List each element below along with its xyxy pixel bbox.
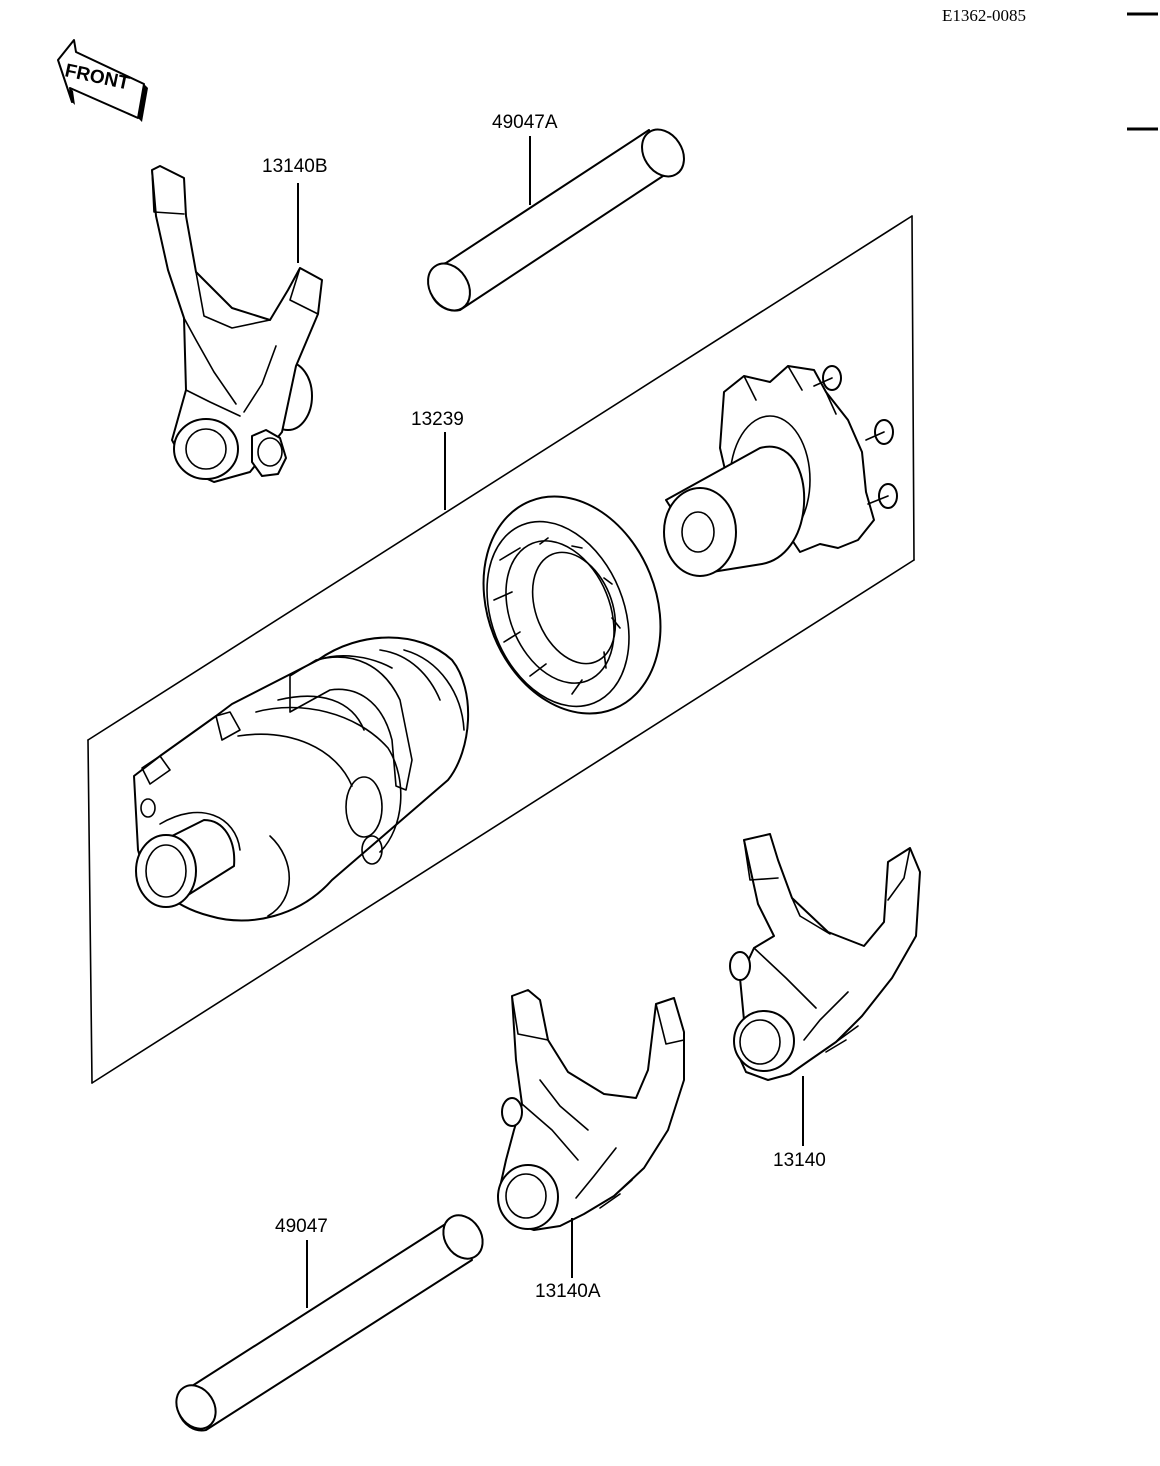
shift-drum-cam [663, 365, 898, 577]
shift-fork-13140b [151, 165, 323, 483]
label-49047: 49047 [275, 1216, 328, 1237]
label-13239: 13239 [411, 409, 464, 430]
label-13140a: 13140A [535, 1281, 601, 1302]
bearing [482, 495, 662, 715]
drum-assembly-outline [87, 215, 915, 1084]
label-49047a: 49047A [492, 112, 558, 133]
shift-drum-13239 [133, 636, 469, 922]
front-arrow-icon: FRONT [57, 39, 148, 122]
label-13140: 13140 [773, 1150, 826, 1171]
shift-fork-13140a [497, 989, 685, 1231]
shift-fork-13140 [729, 833, 921, 1081]
label-13140b: 13140B [262, 156, 328, 177]
diagram-code: E1362-0085 [942, 6, 1026, 25]
shaft-49047a [427, 128, 685, 312]
shaft-49047 [175, 1214, 484, 1432]
